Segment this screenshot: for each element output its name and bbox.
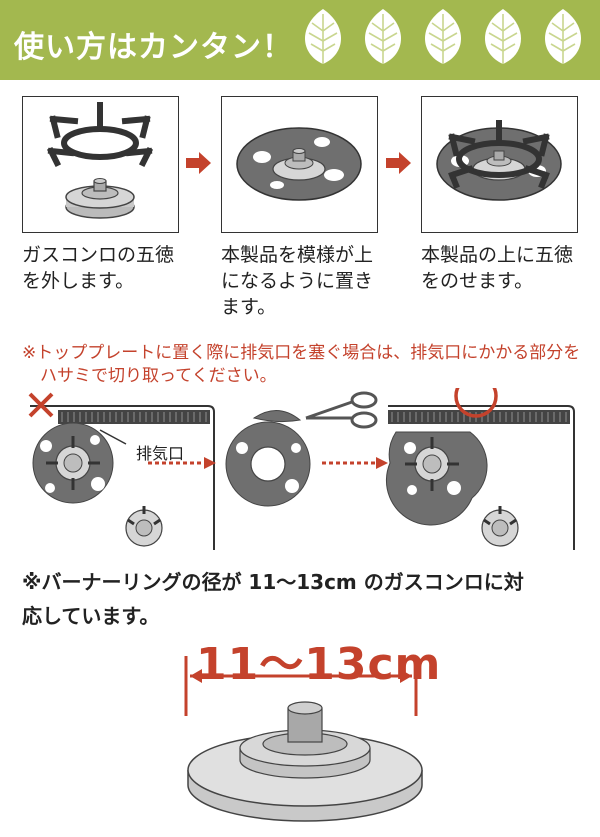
leaf-icon: [544, 9, 582, 64]
leaf-icon: [484, 9, 522, 64]
trivet-removed-icon: [46, 102, 154, 219]
leaf-icon: [424, 9, 462, 64]
exhaust-label: 排気口: [136, 444, 185, 463]
burner-ring-icon: [187, 701, 423, 822]
measurement-arrow: [184, 656, 418, 716]
trivet-on-mat-icon: [436, 120, 562, 201]
step1-text: ガスコンロの五徳 を外します。: [22, 242, 192, 294]
step2-text: 本製品を模様が上 になるように置き ます。: [221, 242, 391, 320]
top-plate-diagram: [28, 388, 575, 550]
top-plate-note-line2: ハサミで切り取ってください。: [40, 366, 277, 386]
page-title: 使い方はカンタン！: [14, 30, 293, 65]
step3-illustration: [421, 96, 578, 233]
step3-line: 本製品の上に五徳: [421, 244, 574, 266]
step2-line: になるように置き: [221, 270, 374, 292]
size-label: 11〜13cm: [196, 639, 442, 690]
arrow-right-icon: [186, 152, 211, 174]
step2-illustration: [221, 96, 378, 233]
mat-placed-icon: [236, 127, 362, 201]
step1-illustration: [22, 96, 179, 233]
leaf-icon: [304, 9, 342, 64]
step2-line: 本製品を模様が上: [221, 244, 374, 266]
top-plate-note-line1: ※トッププレートに置く際に排気口を塞ぐ場合は、排気口にかかる部分を: [22, 343, 581, 363]
burner-note-line1: ※バーナーリングの径が 11〜13cm のガスコンロに対: [22, 570, 524, 594]
step1-line: を外します。: [22, 270, 135, 292]
step2-line: ます。: [221, 296, 277, 318]
leaf-icon: [364, 9, 402, 64]
arrow-right-icon: [386, 152, 411, 174]
step3-line: をのせます。: [421, 270, 534, 292]
step3-text: 本製品の上に五徳 をのせます。: [421, 242, 596, 294]
burner-note-line2: 応しています。: [22, 604, 160, 628]
step1-line: ガスコンロの五徳: [22, 244, 175, 266]
